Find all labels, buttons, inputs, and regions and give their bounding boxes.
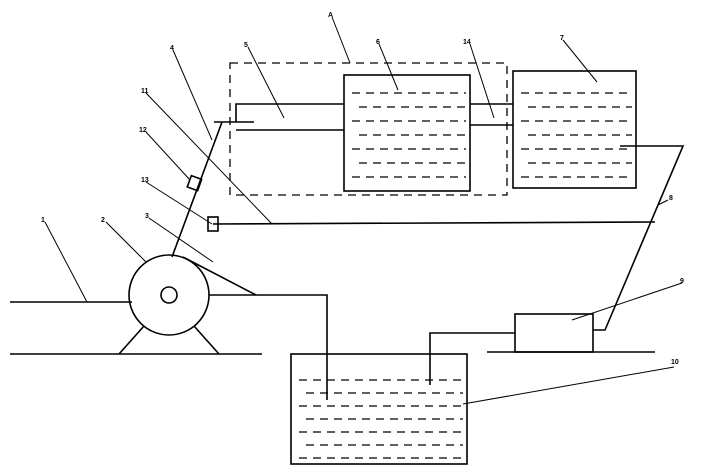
return-line-11: [212, 221, 656, 225]
leader-2: [105, 221, 147, 263]
label-6: 6: [376, 39, 380, 46]
frame-3: [182, 256, 257, 296]
leader-10: [462, 366, 675, 405]
label-3: 3: [145, 213, 149, 220]
label-4: 4: [170, 45, 174, 52]
label-14: 14: [463, 39, 471, 46]
leader-A: [331, 16, 351, 64]
pump-housing: [128, 254, 210, 336]
leader-8: [657, 199, 669, 206]
leader-lines: [44, 16, 683, 405]
label-10: 10: [671, 359, 679, 366]
pump: [118, 254, 220, 355]
leader-14: [469, 43, 495, 119]
label-2: 2: [101, 217, 105, 224]
pipe-5-upper: [235, 103, 344, 122]
tank-10-water: [299, 379, 463, 459]
label-12: 12: [139, 127, 147, 134]
pipe-9-to-10: [429, 332, 515, 385]
tank-10-body: [290, 353, 468, 465]
label-11: 11: [141, 88, 149, 95]
tank-6: [343, 74, 471, 192]
pump-shaft: [160, 286, 178, 304]
label-9: 9: [680, 278, 684, 285]
leader-9: [571, 282, 683, 321]
pump-leg-right: [193, 325, 220, 355]
leader-6: [378, 43, 399, 91]
tank-7-water: [521, 92, 632, 178]
label-A: A: [328, 12, 333, 19]
tank-7: [512, 70, 637, 189]
leader-4: [172, 49, 213, 141]
leader-13: [145, 181, 213, 225]
leader-1: [44, 221, 88, 303]
tank-6-water: [352, 92, 466, 178]
outlet-pipe: [209, 294, 328, 400]
enclosure-A: [229, 62, 508, 196]
leader-7: [562, 39, 598, 83]
leader-11: [145, 92, 273, 225]
label-1: 1: [41, 217, 45, 224]
return-pipe-8: [593, 145, 685, 331]
leader-12: [145, 131, 191, 181]
label-8: 8: [669, 195, 673, 202]
label-7: 7: [560, 35, 564, 42]
pump-leg-left: [118, 325, 145, 355]
unit-9-body: [514, 313, 594, 353]
tank-6-body: [343, 74, 471, 192]
pipe-4: [171, 121, 223, 258]
leader-5: [247, 46, 285, 119]
tank-7-body: [512, 70, 637, 189]
label-13: 13: [141, 177, 149, 184]
valve-12: [186, 174, 203, 192]
label-5: 5: [244, 42, 248, 49]
tank-10: [290, 353, 468, 465]
leader-3: [148, 217, 214, 263]
